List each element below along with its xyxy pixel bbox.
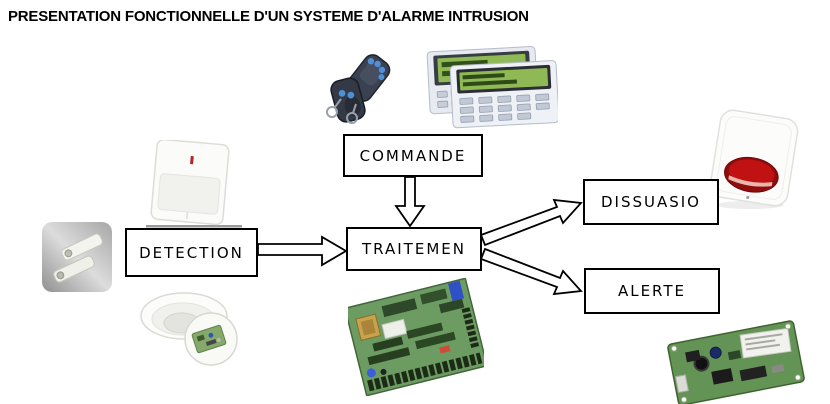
box-alerte: ALERTE [584, 268, 720, 314]
pir-motion-detector-image [146, 140, 242, 228]
arrow-detection-to-traitement [257, 235, 348, 267]
box-detection-label: DETECTION [139, 243, 244, 262]
box-dissuasion-label: DISSUASIO [600, 193, 701, 211]
remote-keyfobs-image [326, 54, 391, 124]
transmitter-board-image [667, 320, 805, 404]
box-commande-label: COMMANDE [359, 146, 467, 165]
magnetic-door-contacts-image [42, 222, 112, 292]
arrow-commande-to-traitement [394, 176, 426, 228]
box-traitement: TRAITEMEN [346, 227, 482, 271]
box-traitement-label: TRAITEMEN [362, 240, 466, 258]
box-dissuasion: DISSUASIO [583, 179, 719, 225]
box-alerte-label: ALERTE [617, 282, 687, 300]
page-title: PRESENTATION FONCTIONNELLE D'UN SYSTEME … [8, 8, 529, 25]
ceiling-motion-detector-image [140, 292, 238, 366]
alarm-keypads-image [426, 46, 558, 129]
arrow-traitement-to-alerte [479, 247, 583, 296]
box-commande: COMMANDE [343, 134, 483, 177]
alarm-control-panel-board-image [348, 278, 484, 396]
arrow-traitement-to-dissuasion [479, 198, 583, 247]
box-detection: DETECTION [125, 228, 258, 277]
outdoor-siren-image [709, 109, 799, 209]
